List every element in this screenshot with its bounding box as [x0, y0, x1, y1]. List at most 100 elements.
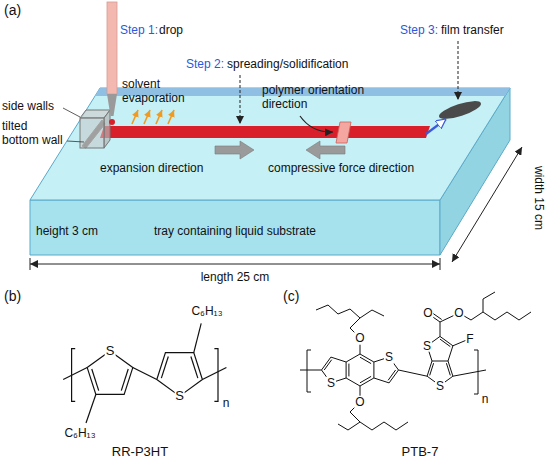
orientation-marker	[300, 116, 333, 132]
p3ht-structure	[133, 368, 157, 380]
ptb7-structure	[459, 312, 531, 320]
transferred-film	[426, 97, 483, 134]
step-text: drop	[159, 24, 183, 38]
atom-label: O	[422, 307, 433, 320]
atom-label: O	[453, 307, 464, 320]
atom-label: O	[354, 332, 365, 345]
ptb7-structure	[360, 376, 371, 382]
p3ht-structure	[92, 369, 99, 391]
compound-name: RR-P3HT	[112, 445, 168, 460]
orientation-marker	[336, 122, 351, 143]
step-text: film transfer	[441, 24, 504, 38]
p3ht-structure	[86, 394, 96, 423]
ptb7-structure	[430, 363, 434, 375]
ptb7-structure	[324, 360, 332, 370]
p3ht-structure	[202, 368, 226, 380]
leader-line	[63, 108, 80, 117]
tray-label: tray containing liquid substrate	[154, 225, 316, 239]
leader-line	[67, 141, 84, 142]
tray	[30, 200, 440, 255]
polymer-strip	[100, 126, 430, 138]
panel-label: (b)	[4, 288, 21, 304]
process-label: solvent evaporation	[122, 78, 194, 106]
side-wall-box	[80, 118, 104, 148]
step-label: Step 2:	[186, 58, 224, 72]
pipette	[107, 2, 117, 125]
ptb7-structure	[360, 357, 371, 363]
pipette	[109, 119, 115, 125]
step-arrow	[240, 75, 241, 124]
evaporation-arrows	[156, 110, 162, 124]
side-wall-box	[80, 110, 110, 148]
side-wall-box	[104, 110, 110, 148]
part-label: side walls	[2, 100, 54, 114]
p3ht-structure	[63, 323, 226, 423]
ptb7-structure	[453, 370, 486, 376]
dimension-line	[30, 147, 522, 270]
p3ht-structure	[161, 357, 168, 379]
p3ht-structure	[214, 349, 218, 402]
substituent-label: C₆H₁₃	[191, 305, 222, 319]
direction-label: expansion direction	[100, 162, 203, 176]
direction-arrow	[215, 141, 254, 159]
atom-label: S	[326, 377, 336, 390]
ptb7-structure	[440, 322, 441, 336]
panel-label: (a)	[4, 2, 21, 18]
evaporation-arrows	[168, 110, 174, 124]
dimension-label: width 15 cm	[531, 166, 545, 230]
ptb7-structure	[399, 370, 428, 376]
evaporation-arrows	[132, 110, 138, 124]
ptb7-structure	[440, 339, 450, 347]
compound-name: PTB-7	[402, 445, 439, 460]
ptb7-structure	[346, 354, 374, 386]
panel-label: (c)	[283, 288, 299, 304]
dimension-line	[30, 264, 440, 265]
p3ht-structure	[121, 369, 128, 391]
ptb7-structure	[348, 364, 349, 377]
part-label: tilted bottom wall	[2, 120, 66, 148]
p3ht-structure	[194, 323, 201, 352]
atom-label: S	[422, 340, 432, 353]
dimension-line	[452, 147, 522, 262]
p3ht-structure	[63, 368, 87, 380]
direction-label: polymer orientation direction	[262, 84, 386, 112]
direction-arrow	[215, 141, 345, 159]
dimension-label: height 3 cm	[36, 225, 98, 239]
dimension-line	[440, 258, 441, 270]
step-arrow	[458, 41, 459, 100]
dimension-line	[30, 258, 31, 270]
transferred-film	[426, 119, 446, 134]
evaporation-arrows	[132, 110, 174, 124]
ptb7-structure	[483, 292, 495, 312]
atom-label: F	[465, 333, 474, 346]
step-arrow	[240, 41, 458, 124]
direction-label: compressive force direction	[268, 162, 414, 176]
atom-label: O	[354, 396, 365, 409]
direction-arrow	[306, 141, 345, 159]
p3ht-structure	[191, 357, 198, 379]
ptb7-structure	[307, 350, 311, 392]
ptb7-structure	[388, 370, 396, 380]
step-text: spreading/solidification	[227, 58, 348, 72]
orientation-marker	[300, 116, 351, 143]
leader-line	[63, 108, 84, 142]
repeat-index: n	[223, 397, 230, 411]
substituent-label: C₆H₁₃	[64, 427, 95, 441]
transferred-film	[437, 97, 483, 122]
pipette	[107, 94, 117, 116]
ptb7-structure	[338, 422, 360, 430]
step-label: Step 3:	[400, 24, 438, 38]
dimension-label: length 25 cm	[201, 271, 270, 285]
tray	[30, 88, 510, 255]
ptb7-structure	[474, 350, 478, 394]
atom-label: S	[435, 379, 445, 392]
ptb7-structure	[300, 292, 531, 430]
atom-label: S	[174, 389, 185, 403]
pipette	[107, 2, 117, 94]
ptb7-structure	[300, 370, 322, 371]
repeat-index: n	[482, 393, 489, 407]
polymer-strip	[100, 126, 430, 138]
atom-label: S	[384, 351, 394, 364]
evaporation-arrows	[144, 110, 150, 124]
